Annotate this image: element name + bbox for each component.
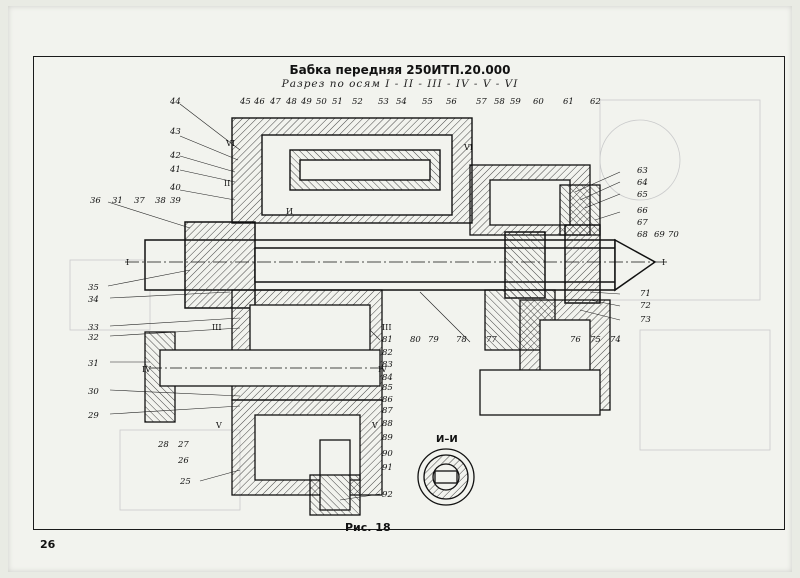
part-label: 34 [88,295,99,305]
part-label: 29 [87,411,99,421]
part-label: 30 [88,387,99,397]
part-label: 36 [90,196,101,206]
axis-roman-labels: I I II III III IV IV V V VI VI И [126,139,665,430]
axis-label: VI [463,143,473,152]
part-label: 67 [637,218,648,228]
part-label: 50 [316,97,327,107]
part-label: 42 [169,151,181,161]
axis-label: III [382,323,391,332]
part-label: 92 [382,490,393,500]
axis-label: V [371,421,378,430]
drawing-subtitle: Разрез по осям I - II - III - IV - V - V… [281,78,519,90]
part-label: 63 [637,166,648,176]
axis-label: VI [225,139,235,148]
part-label: 56 [446,97,457,107]
part-label: 39 [170,196,181,206]
part-label: 54 [396,97,407,107]
part-label: 80 [410,335,421,345]
part-label: 75 [590,335,601,345]
drawing-title: Бабка передняя 250ИТП.20.000 [289,63,511,77]
part-label: 31 [88,359,99,369]
axis-label: V [215,421,222,430]
axis-label: IV [142,365,151,374]
part-label: 68 [637,230,648,240]
part-label: 88 [382,419,393,429]
part-label: 89 [382,433,393,443]
part-label: 69 [654,230,665,240]
part-label: 40 [169,183,181,193]
part-label: 78 [456,335,467,345]
part-label: 66 [637,206,648,216]
part-label: 71 [640,289,651,299]
part-label: 46 [253,97,265,107]
part-label: 32 [88,333,99,343]
axis-label: И [286,207,293,216]
section-I-I-view [417,448,475,506]
shaft-IV [144,331,385,423]
part-label: 87 [382,406,393,416]
part-label: 60 [533,97,544,107]
part-label: 74 [610,335,621,345]
part-label: 72 [640,301,651,311]
part-label: 49 [300,97,312,107]
part-label: 51 [332,97,343,107]
part-label: 64 [637,178,648,188]
gearbox-bottom [231,399,383,516]
part-label: 43 [169,127,181,137]
part-label: 53 [378,97,389,107]
part-label: 37 [134,196,145,206]
section-label: И–И [436,434,458,445]
figure-caption: Рис. 18 [345,521,391,534]
part-label: 65 [637,190,648,200]
part-label: 33 [88,323,99,333]
part-label: 38 [155,196,166,206]
part-label: 57 [476,97,487,107]
part-label: 25 [179,477,191,487]
housing-upper [231,117,473,224]
part-label: 52 [352,97,363,107]
part-label: 27 [177,440,189,450]
part-label: 84 [382,373,393,383]
part-label: 62 [590,97,601,107]
part-label: 48 [285,97,297,107]
part-label: 47 [269,97,281,107]
part-label: 44 [169,97,181,107]
axis-label: I [662,258,665,267]
part-label: 81 [382,335,393,345]
part-label: 28 [157,440,169,450]
part-label: 83 [382,360,393,370]
part-label: 35 [88,283,99,293]
axis-label: II [224,179,230,188]
part-label: 85 [382,383,393,393]
part-label: 26 [177,456,189,466]
part-label: 76 [570,335,581,345]
leader-lines [107,103,621,501]
part-label: 70 [668,230,679,240]
part-label: 61 [563,97,574,107]
part-label: 86 [382,395,393,405]
part-label: 90 [382,449,393,459]
axis-label: IV [378,365,387,374]
part-label: 77 [486,335,497,345]
part-label: 91 [382,463,393,473]
part-number-labels: 25 26 27 28 29 30 31 31 32 33 34 35 36 3… [87,97,679,500]
part-label: 55 [422,97,433,107]
part-label: 45 [239,97,251,107]
axis-label: I [126,258,129,267]
part-label: 59 [510,97,521,107]
part-label: 58 [494,97,505,107]
part-label: 31 [112,196,123,206]
part-label: 79 [428,335,439,345]
part-label: 41 [169,165,181,175]
axis-label: III [212,323,221,332]
spindle [144,221,657,309]
drawing-frame [33,56,785,530]
part-label: 73 [640,315,651,325]
page-number: 26 [40,538,56,551]
part-label: 82 [382,348,393,358]
